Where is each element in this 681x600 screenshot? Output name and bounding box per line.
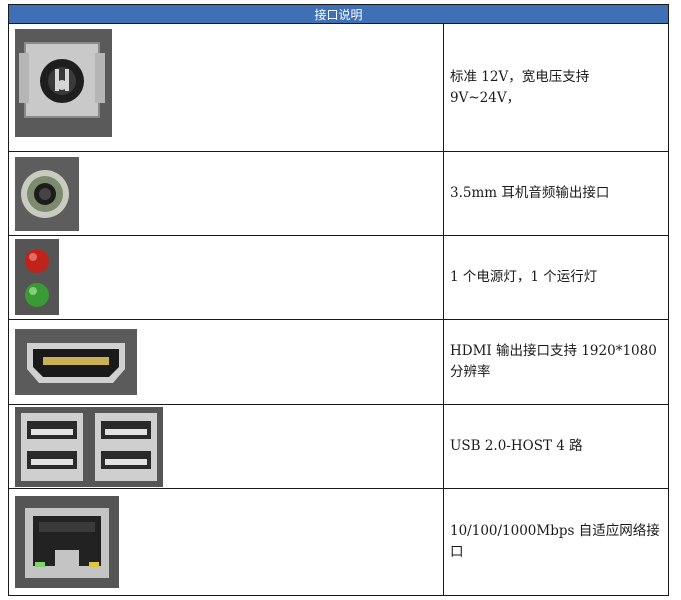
hdmi-port-icon	[15, 329, 137, 395]
interface-table: 接口说明 标准 12V，宽电压支持 9V~24V，	[8, 4, 669, 596]
image-cell	[9, 236, 444, 319]
table-row-leds: 1 个电源灯，1 个运行灯	[8, 236, 669, 320]
dc-power-jack-icon	[15, 29, 112, 137]
led-indicators-icon	[15, 239, 59, 315]
usb-ports-icon	[15, 407, 163, 487]
row-description: 10/100/1000Mbps 自适应网络接口	[450, 523, 660, 560]
image-cell	[9, 24, 444, 151]
image-cell	[9, 489, 444, 595]
row-description: 3.5mm 耳机音频输出接口	[450, 185, 610, 201]
row-description: HDMI 输出接口支持 1920*1080 分辨率	[450, 343, 657, 380]
table-header: 接口说明	[8, 4, 669, 24]
image-cell	[9, 405, 444, 488]
row-description: 1 个电源灯，1 个运行灯	[450, 269, 598, 285]
image-cell	[9, 320, 444, 404]
table-row-usb: USB 2.0-HOST 4 路	[8, 405, 669, 489]
row-description: 标准 12V，宽电压支持 9V~24V，	[450, 68, 590, 106]
rj45-port-icon	[15, 496, 119, 588]
table-row-ethernet: 10/100/1000Mbps 自适应网络接口	[8, 489, 669, 596]
table-row-audio: 3.5mm 耳机音频输出接口	[8, 152, 669, 236]
table-row-power: 标准 12V，宽电压支持 9V~24V，	[8, 24, 669, 152]
image-cell	[9, 152, 444, 235]
audio-jack-icon	[15, 157, 79, 231]
table-row-hdmi: HDMI 输出接口支持 1920*1080 分辨率	[8, 320, 669, 405]
row-description: USB 2.0-HOST 4 路	[450, 438, 583, 454]
